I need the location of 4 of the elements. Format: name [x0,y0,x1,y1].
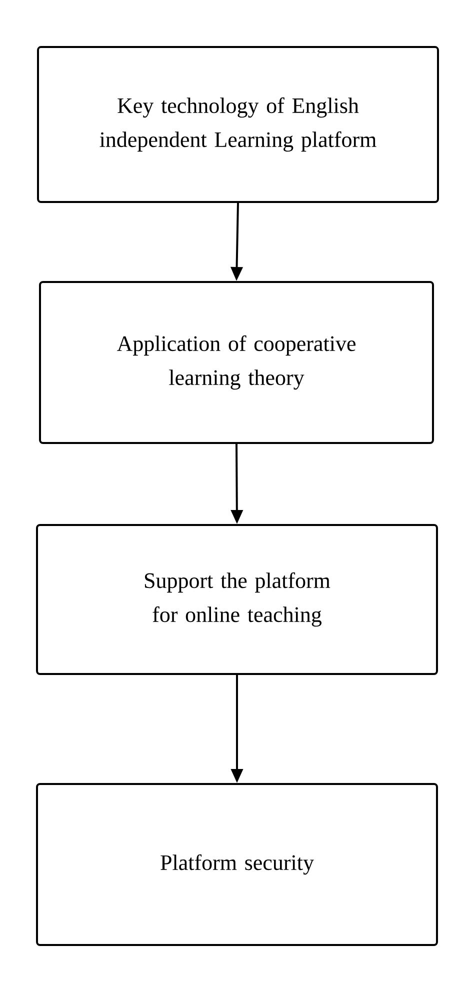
process-box: Application of cooperative learning theory [39,281,434,444]
process-box: Key technology of English independent Learning platform [37,46,439,204]
process-box: Support the platform for online teaching [36,524,438,675]
process-box: Platform security [36,783,438,946]
